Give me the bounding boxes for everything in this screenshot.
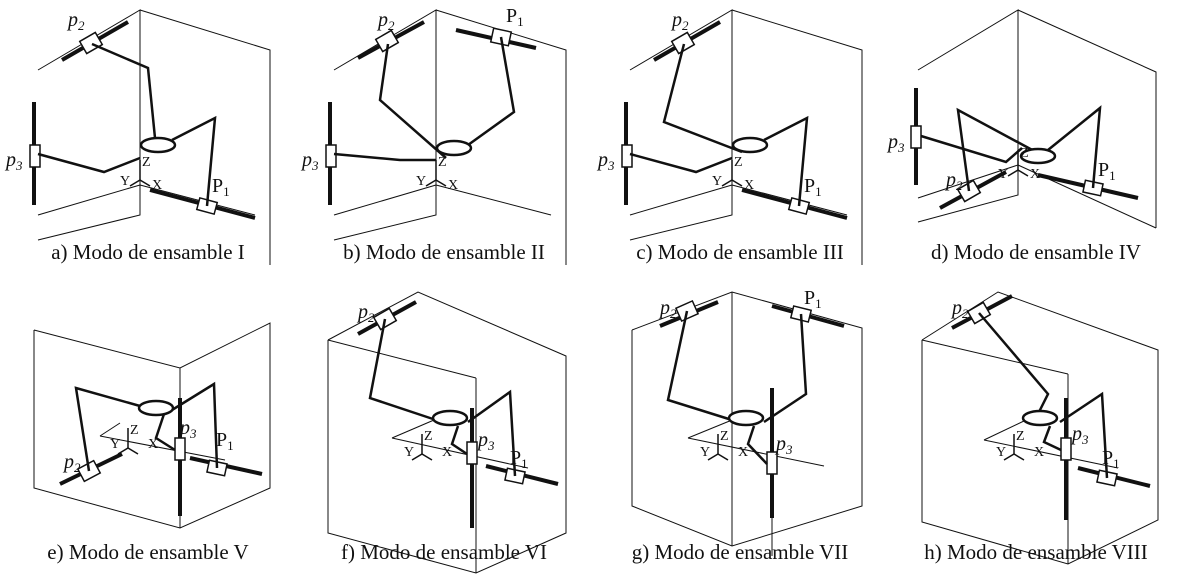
panel-mode-i: Z X Y p2 p3 P1 a) Modo de ensamble I <box>0 0 296 288</box>
panel-caption: c) Modo de ensamble III <box>636 240 844 264</box>
panel-mode-iii: Z X Y p2 p3 P1 c) Modo de ensamble III <box>592 0 888 288</box>
svg-text:X: X <box>442 445 452 460</box>
svg-text:Y: Y <box>110 437 120 452</box>
svg-text:p2: p2 <box>66 9 85 33</box>
svg-text:p2: p2 <box>356 301 375 325</box>
svg-text:X: X <box>148 437 158 452</box>
robot-diagram-mode-i: Z X Y p2 p3 P1 <box>4 9 271 265</box>
svg-text:Y: Y <box>996 445 1006 460</box>
svg-text:p3: p3 <box>596 149 615 173</box>
svg-text:Y: Y <box>416 174 426 189</box>
robot-diagram-mode-v: Z X Y p2 p3 P1 <box>33 322 271 529</box>
panel-caption: h) Modo de ensamble VIII <box>924 540 1148 564</box>
svg-text:Z: Z <box>1016 429 1025 444</box>
svg-text:p2: p2 <box>944 169 963 193</box>
panel-mode-viii: Z X Y p2 p3 P1 h) Modo de ensamble VIII <box>888 288 1184 576</box>
svg-text:X: X <box>152 178 162 193</box>
svg-text:p3: p3 <box>886 131 905 155</box>
svg-text:p3: p3 <box>1070 423 1089 447</box>
panel-caption: b) Modo de ensamble II <box>343 240 545 264</box>
svg-text:P1: P1 <box>510 447 528 471</box>
robot-diagram-mode-vii: Z X Y p2 p3 P1 <box>631 287 863 556</box>
panel-mode-vi: Z X Y p2 p3 P1 f) Modo de ensamble VI <box>296 288 592 576</box>
svg-text:Y: Y <box>404 445 414 460</box>
robot-diagram-mode-ii: Z X Y p2 p3 P1 <box>300 5 567 265</box>
panel-caption: a) Modo de ensamble I <box>51 240 245 264</box>
svg-text:p2: p2 <box>670 9 689 33</box>
panel-mode-ii: Z X Y p2 p3 P1 b) Modo de ensamble II <box>296 0 592 288</box>
panel-caption: g) Modo de ensamble VII <box>631 540 849 564</box>
svg-text:p3: p3 <box>300 149 319 173</box>
svg-text:p3: p3 <box>476 429 495 453</box>
svg-text:P1: P1 <box>216 429 234 453</box>
svg-text:Z: Z <box>734 155 743 170</box>
svg-text:X: X <box>1034 445 1044 460</box>
svg-text:X: X <box>1030 167 1040 182</box>
svg-text:X: X <box>738 445 748 460</box>
svg-text:p2: p2 <box>62 451 81 475</box>
robot-diagram-mode-viii: Z X Y p2 p3 P1 <box>921 291 1159 565</box>
robot-diagram-mode-iv: Z X Y p3 p2 P1 <box>886 9 1157 229</box>
svg-text:Y: Y <box>998 167 1008 182</box>
svg-text:P1: P1 <box>1098 159 1116 183</box>
panel-mode-vii: Z X Y p2 p3 P1 g) Modo de ensamble VII <box>592 287 888 576</box>
svg-text:Z: Z <box>142 155 151 170</box>
panel-mode-iv: Z X Y p3 p2 P1 d) Modo de ensamble IV <box>886 0 1184 288</box>
svg-text:X: X <box>448 178 458 193</box>
svg-text:p2: p2 <box>376 9 395 33</box>
svg-text:p3: p3 <box>178 417 197 441</box>
panel-caption: d) Modo de ensamble IV <box>931 240 1141 264</box>
svg-text:X: X <box>744 178 754 193</box>
svg-text:P1: P1 <box>212 175 230 199</box>
svg-text:Z: Z <box>720 429 729 444</box>
svg-text:P1: P1 <box>506 5 524 29</box>
svg-text:Y: Y <box>712 174 722 189</box>
panel-mode-v: Z X Y p2 p3 P1 e) Modo de ensamble V <box>0 288 296 576</box>
svg-text:Z: Z <box>130 423 139 438</box>
svg-text:p3: p3 <box>774 433 793 457</box>
svg-text:P1: P1 <box>1102 447 1120 471</box>
svg-text:Y: Y <box>700 445 710 460</box>
svg-text:Z: Z <box>1020 146 1029 161</box>
svg-text:P1: P1 <box>804 175 822 199</box>
svg-text:p2: p2 <box>950 297 969 321</box>
panel-caption: e) Modo de ensamble V <box>47 540 249 564</box>
svg-text:Y: Y <box>120 174 130 189</box>
svg-text:P1: P1 <box>804 287 822 311</box>
svg-text:Z: Z <box>424 429 433 444</box>
robot-diagram-mode-vi: Z X Y p2 p3 P1 <box>327 291 567 574</box>
robot-diagram-mode-iii: Z X Y p2 p3 P1 <box>596 9 863 265</box>
svg-text:Z: Z <box>438 155 447 170</box>
svg-text:p3: p3 <box>4 149 23 173</box>
panel-caption: f) Modo de ensamble VI <box>340 540 548 564</box>
svg-text:p2: p2 <box>658 297 677 321</box>
